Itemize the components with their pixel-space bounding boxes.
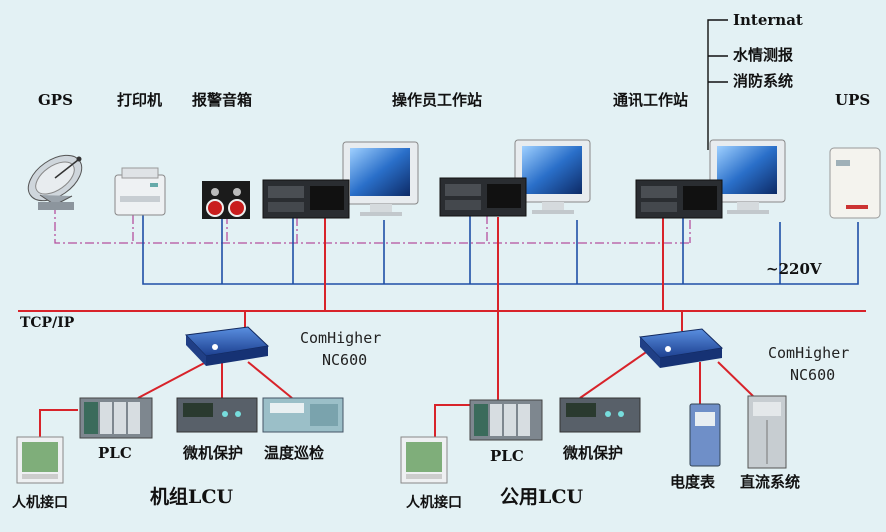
power-bus	[142, 215, 859, 285]
alarm-speaker-icon	[202, 181, 250, 219]
lcu-right-title: 公用LCU	[500, 486, 584, 508]
protection-relay-left-icon	[176, 397, 258, 433]
hydro-label: 水情测报	[733, 46, 794, 64]
plc-left-icon	[79, 397, 153, 439]
internet-label: Internat	[733, 11, 803, 29]
switch-right-icon	[638, 328, 724, 368]
printer-icon	[114, 167, 166, 216]
plc-right-label: PLC	[490, 447, 524, 465]
ups-icon	[829, 147, 881, 219]
comm-label: 通讯工作站	[613, 91, 689, 109]
protection-relay-right-icon	[559, 397, 641, 433]
meter-label: 电度表	[670, 473, 716, 491]
gps-dish-icon	[27, 154, 83, 210]
tcpip-label: TCP/IP	[20, 315, 75, 331]
gps-label: GPS	[38, 91, 73, 109]
dc-cabinet-icon	[747, 395, 787, 469]
internet-link	[707, 19, 728, 150]
switch-right-name: ComHigher	[768, 344, 850, 362]
protection-right-label: 微机保护	[563, 444, 624, 462]
protection-left-label: 微机保护	[183, 444, 244, 462]
comm-workstation	[635, 139, 786, 219]
energy-meter-icon	[689, 403, 721, 467]
operator-label: 操作员工作站	[392, 91, 483, 109]
switch-left-model: NC600	[322, 351, 368, 369]
dc-label: 直流系统	[740, 473, 801, 491]
power-label: ~220V	[766, 260, 822, 278]
gps-sync-bus	[54, 205, 691, 244]
plc-left-label: PLC	[98, 444, 132, 462]
tcpip-network	[18, 217, 866, 437]
hmi-left-icon	[16, 436, 64, 484]
ups-label: UPS	[835, 91, 871, 109]
lcu-left-title: 机组LCU	[150, 486, 234, 508]
operator-workstation-2	[439, 139, 591, 217]
operator-workstation-1	[262, 141, 419, 219]
switch-left-icon	[184, 326, 270, 366]
printer-label: 打印机	[117, 91, 163, 109]
switch-left-name: ComHigher	[300, 329, 382, 347]
hmi-left-label: 人机接口	[12, 495, 68, 511]
temp-label: 温度巡检	[264, 444, 325, 462]
temp-inspection-icon	[262, 397, 344, 433]
alarm-label: 报警音箱	[192, 91, 253, 109]
hmi-right-icon	[400, 436, 448, 484]
hmi-right-label: 人机接口	[406, 495, 462, 511]
switch-right-model: NC600	[790, 366, 836, 384]
plc-right-icon	[469, 399, 543, 441]
fire-label: 消防系统	[733, 72, 794, 90]
